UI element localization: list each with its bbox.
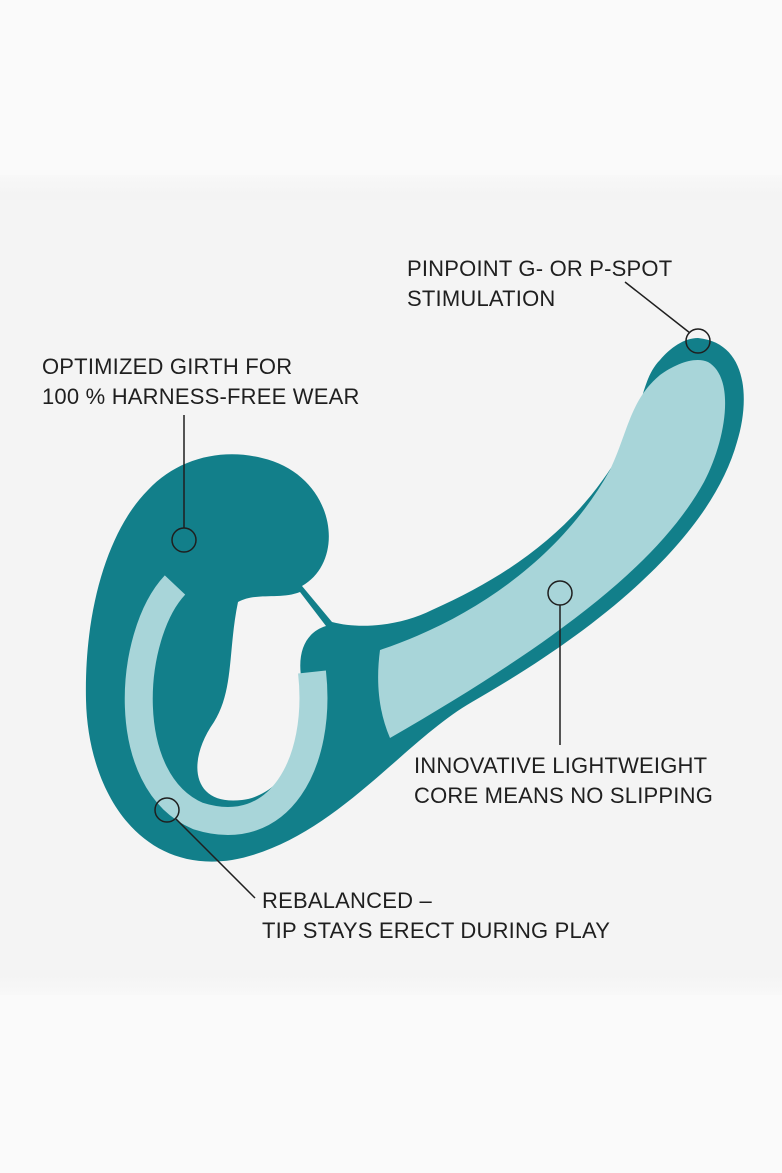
shaft-core: [378, 359, 726, 738]
callout-text: CORE MEANS NO SLIPPING: [414, 783, 714, 808]
callout-text: PINPOINT G- OR P-SPOT: [407, 256, 673, 281]
callout-marker-tip: [685, 328, 711, 354]
callout-marker-girth: [171, 527, 197, 553]
callout-marker-core: [547, 580, 573, 606]
base-core: [124, 575, 328, 835]
callout-text: INNOVATIVE LIGHTWEIGHT: [414, 753, 708, 778]
callout-marker-balance: [154, 797, 180, 823]
callout-text: OPTIMIZED GIRTH FOR: [42, 354, 293, 379]
callout-text: STIMULATION: [407, 286, 556, 311]
callout-balance: REBALANCED – TIP STAYS ERECT DURING PLAY: [262, 886, 610, 946]
callout-line-tip: [624, 281, 691, 334]
callout-text: REBALANCED –: [262, 888, 432, 913]
callout-core: INNOVATIVE LIGHTWEIGHT CORE MEANS NO SLI…: [414, 751, 713, 811]
callout-line-balance: [175, 818, 256, 899]
callout-text: 100 % HARNESS-FREE WEAR: [42, 384, 360, 409]
callout-tip: PINPOINT G- OR P-SPOT STIMULATION: [407, 254, 672, 314]
callout-girth: OPTIMIZED GIRTH FOR 100 % HARNESS-FREE W…: [42, 352, 360, 412]
callout-text: TIP STAYS ERECT DURING PLAY: [262, 918, 611, 943]
